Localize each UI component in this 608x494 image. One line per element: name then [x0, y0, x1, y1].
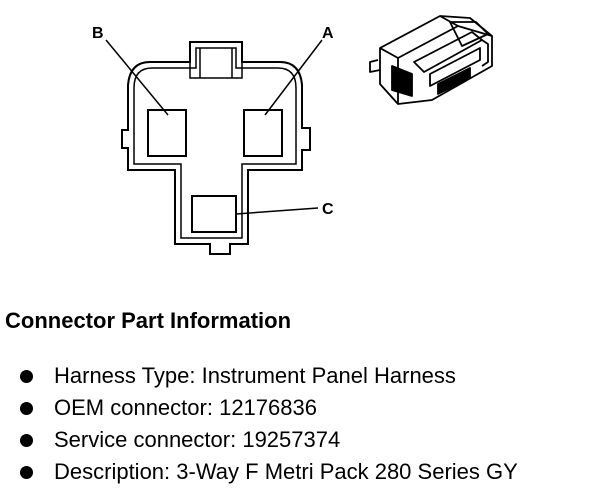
leader-line-b	[105, 39, 169, 116]
connector-isometric-illustration	[369, 15, 493, 105]
cavity-a	[243, 109, 283, 157]
bullet-icon	[20, 402, 33, 415]
bullet-icon	[20, 434, 33, 447]
info-value: 12176836	[219, 395, 317, 420]
info-label: Harness Type:	[54, 363, 196, 388]
connector-face	[121, 41, 311, 255]
bullet-icon	[20, 466, 33, 479]
connector-info-heading: Connector Part Information	[5, 308, 292, 333]
info-item-harness-type: Harness Type: Instrument Panel Harness	[0, 364, 518, 396]
pin-label-b: B	[92, 25, 104, 42]
connector-diagram: B A C	[92, 15, 493, 255]
connector-info-list: Harness Type: Instrument Panel Harness O…	[0, 364, 518, 492]
leader-line-c	[235, 207, 319, 215]
pin-label-a: A	[322, 25, 334, 42]
bullet-icon	[20, 370, 33, 383]
cavity-b	[147, 109, 187, 157]
pin-label-c: C	[322, 201, 334, 218]
info-value: 3-Way F Metri Pack 280 Series GY	[176, 459, 518, 484]
info-label: Service connector:	[54, 427, 237, 452]
info-value: Instrument Panel Harness	[201, 363, 456, 388]
info-label: OEM connector:	[54, 395, 213, 420]
info-label: Description:	[54, 459, 171, 484]
info-value: 19257374	[242, 427, 341, 452]
info-item-service-connector: Service connector: 19257374	[0, 428, 518, 460]
info-item-oem-connector: OEM connector: 12176836	[0, 396, 518, 428]
leader-line-a	[264, 39, 323, 116]
cavity-c	[191, 195, 237, 233]
info-item-description: Description: 3-Way F Metri Pack 280 Seri…	[0, 460, 518, 492]
